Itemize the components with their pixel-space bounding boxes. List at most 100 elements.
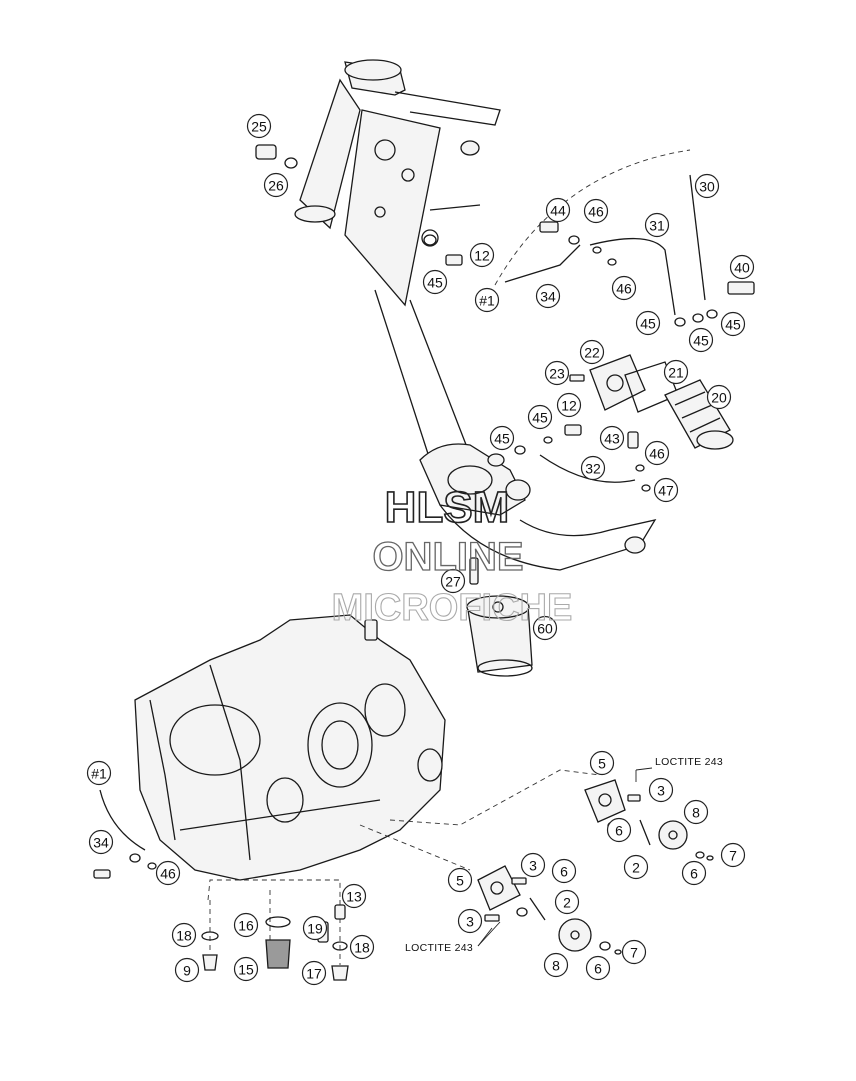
callout-c5b: 5 <box>447 867 473 893</box>
callout-label: 6 <box>594 961 602 977</box>
callout-label: 6 <box>560 864 568 880</box>
callout-label: 23 <box>549 366 565 382</box>
callout-c26: 26 <box>263 172 289 198</box>
callout-c45e: 45 <box>527 404 553 430</box>
callout-circle <box>644 440 670 466</box>
callout-label: 34 <box>93 835 109 851</box>
callout-circle <box>532 615 558 641</box>
callout-label: 5 <box>456 873 464 889</box>
callout-c2a: 2 <box>623 854 649 880</box>
callout-circle <box>611 275 637 301</box>
callout-c45c: 45 <box>688 327 714 353</box>
callout-label: 30 <box>699 179 715 195</box>
callout-circle <box>706 384 732 410</box>
callout-label: 25 <box>251 119 267 135</box>
callout-circle <box>554 889 580 915</box>
callout-circle <box>233 912 259 938</box>
callout-c7b: 7 <box>621 939 647 965</box>
callout-label: #1 <box>479 293 495 309</box>
callout-c34b: 34 <box>88 829 114 855</box>
callout-label: 8 <box>552 958 560 974</box>
callout-label: 16 <box>238 918 254 934</box>
callout-c15: 15 <box>233 956 259 982</box>
callout-circle <box>579 339 605 365</box>
callout-c18a: 18 <box>171 922 197 948</box>
callout-circle <box>599 425 625 451</box>
callout-label: 45 <box>532 410 548 426</box>
callout-circle <box>440 568 466 594</box>
callout-circle <box>544 360 570 386</box>
callout-c9: 9 <box>174 957 200 983</box>
callout-label: 27 <box>445 574 461 590</box>
callout-c2b: 2 <box>554 889 580 915</box>
callout-circle <box>86 760 112 786</box>
callout-circle <box>556 392 582 418</box>
callout-c34a: 34 <box>535 283 561 309</box>
watermark-line1: HLSM <box>385 483 510 532</box>
oil-pumps <box>477 779 714 955</box>
callout-c43: 43 <box>599 425 625 451</box>
callout-c19: 19 <box>302 915 328 941</box>
callout-circle <box>301 960 327 986</box>
callout-circle <box>653 477 679 503</box>
callout-label: 18 <box>176 928 192 944</box>
callout-circle <box>447 867 473 893</box>
callout-circle <box>720 842 746 868</box>
callout-label: 40 <box>734 260 750 276</box>
callout-circle <box>720 311 746 337</box>
callout-circle <box>606 817 632 843</box>
callout-label: 47 <box>658 483 674 499</box>
callout-label: 3 <box>466 914 474 930</box>
callout-label: 5 <box>598 756 606 772</box>
callout-label: 43 <box>604 431 620 447</box>
callout-label: 15 <box>238 962 254 978</box>
callout-circle <box>422 269 448 295</box>
callout-label: 18 <box>354 940 370 956</box>
callout-c45b: 45 <box>635 310 661 336</box>
callout-circle <box>580 455 606 481</box>
callout-c45f: 45 <box>489 425 515 451</box>
callout-circle <box>648 777 674 803</box>
callout-circle <box>585 955 611 981</box>
callout-label: 32 <box>585 461 601 477</box>
callout-label: 2 <box>563 895 571 911</box>
callout-c13: 13 <box>341 883 367 909</box>
callout-label: 13 <box>346 889 362 905</box>
callout-label: 45 <box>640 316 656 332</box>
callout-label: 7 <box>729 848 737 864</box>
callout-label: 26 <box>268 178 284 194</box>
callout-c6d: 6 <box>585 955 611 981</box>
callout-circle <box>683 799 709 825</box>
callout-circle <box>543 952 569 978</box>
callout-label: 34 <box>540 289 556 305</box>
callout-label: 19 <box>307 921 323 937</box>
callout-c3b: 3 <box>520 852 546 878</box>
callout-label: 46 <box>588 204 604 220</box>
callout-label: 7 <box>630 945 638 961</box>
callout-circle <box>729 254 755 280</box>
callout-circle <box>302 915 328 941</box>
callout-c8a: 8 <box>683 799 709 825</box>
callout-label: 20 <box>711 390 727 406</box>
callout-c12a: 12 <box>469 242 495 268</box>
callout-c18b: 18 <box>349 934 375 960</box>
engine-crankcase <box>134 614 601 965</box>
callout-label: 9 <box>183 963 191 979</box>
callout-circle <box>551 858 577 884</box>
callout-c46a: 46 <box>583 198 609 224</box>
callout-label: 2 <box>632 860 640 876</box>
callout-c12b: 12 <box>556 392 582 418</box>
callout-circle <box>233 956 259 982</box>
callout-circle <box>623 854 649 880</box>
callout-c27: 27 <box>440 568 466 594</box>
callout-c46d: 46 <box>155 860 181 886</box>
callout-label: 17 <box>306 966 322 982</box>
callout-c7a: 7 <box>720 842 746 868</box>
callout-circle <box>474 287 500 313</box>
callout-c47: 47 <box>653 477 679 503</box>
oil-lines <box>255 144 755 585</box>
callout-c16: 16 <box>233 912 259 938</box>
callout-c5a: 5 <box>589 750 615 776</box>
